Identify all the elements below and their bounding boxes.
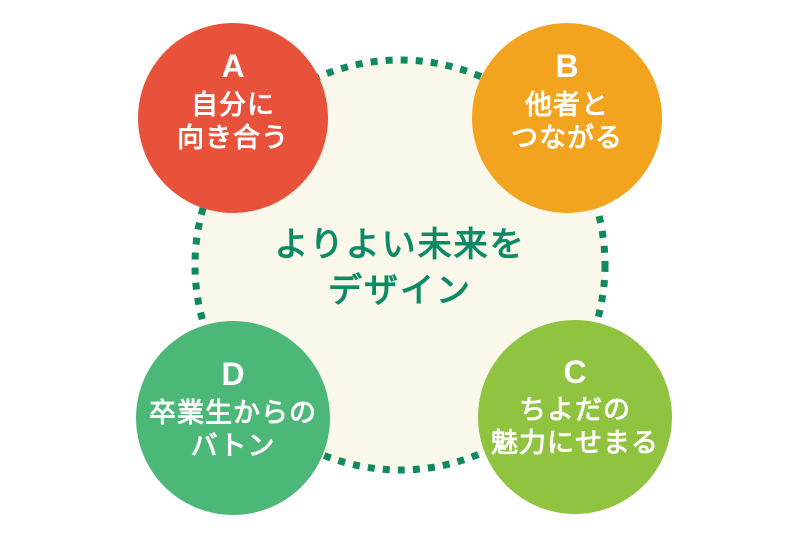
- circle-b-letter: B: [555, 48, 578, 84]
- dotted-ring: [191, 56, 609, 474]
- circle-d-line1: 卒業生からの: [149, 397, 317, 428]
- center-slogan-line1: よりよい未来を: [274, 226, 525, 264]
- circle-c-line1: ちよだの: [519, 395, 631, 425]
- circle-b: [472, 23, 662, 213]
- circle-d-letter: D: [221, 356, 244, 392]
- circle-a-letter: A: [221, 48, 244, 84]
- circle-a: [138, 23, 328, 213]
- circle-c-letter: C: [563, 354, 586, 390]
- center-slogan-line2: デザイン: [328, 271, 472, 310]
- circle-a-line2: 向き合う: [177, 122, 289, 153]
- circle-c: [478, 320, 672, 514]
- circle-d-line2: バトン: [191, 431, 276, 461]
- circle-b-line2: つながる: [511, 122, 623, 153]
- circle-d: [136, 321, 330, 515]
- circle-a-line1: 自分に: [191, 89, 275, 120]
- circle-b-line1: 他者と: [524, 90, 609, 120]
- circle-c-line2: 魅力にせまる: [491, 428, 659, 458]
